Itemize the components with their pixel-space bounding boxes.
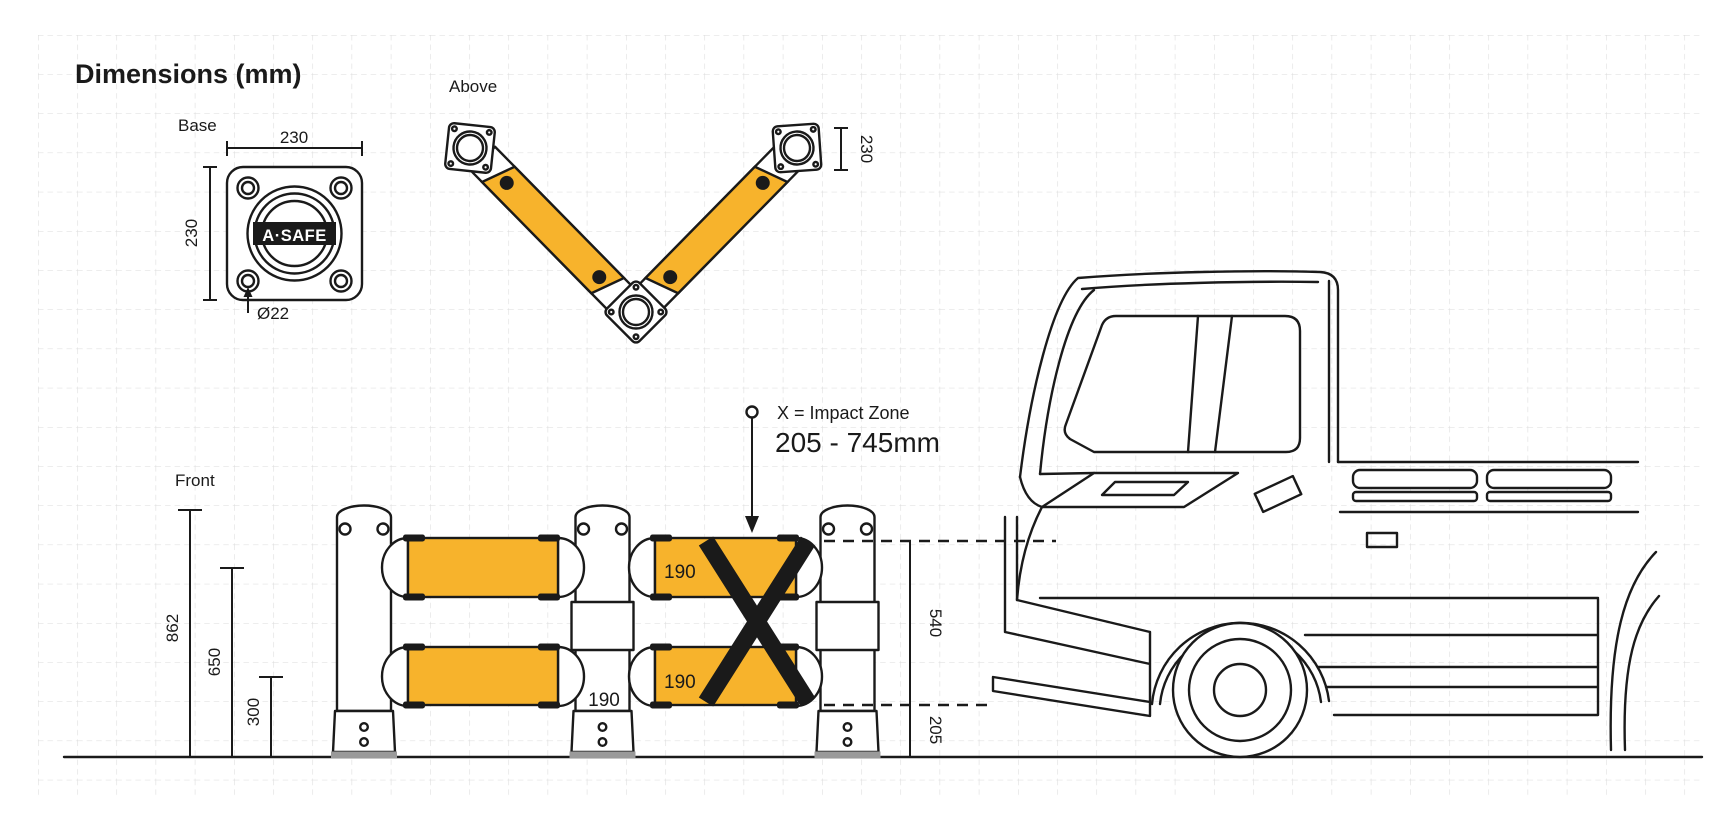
asafe-logo: A·SAFE bbox=[246, 185, 343, 282]
above-depth-dim-line bbox=[834, 127, 848, 171]
height-862-dim-line bbox=[178, 509, 202, 757]
above-post-right bbox=[771, 122, 823, 174]
truck-rear-wheel bbox=[1609, 550, 1661, 752]
clearance-205-dim-label: 205 bbox=[926, 716, 945, 744]
base-height-dim-line bbox=[203, 166, 217, 301]
height-650-dim-line bbox=[220, 567, 244, 757]
post-left bbox=[331, 504, 397, 758]
above-rail-left bbox=[469, 145, 637, 315]
above-post-center bbox=[604, 280, 668, 344]
truck-bumper bbox=[991, 675, 1152, 718]
truck-front-wheel bbox=[1150, 621, 1331, 759]
rail-span-right: 190 190 bbox=[627, 534, 824, 709]
truck-cab bbox=[1015, 270, 1399, 602]
front-view-label: Front bbox=[175, 471, 215, 490]
height-300-dim-label: 300 bbox=[244, 698, 263, 726]
span-540-dim-label: 540 bbox=[926, 609, 945, 637]
truck-window-pillar bbox=[1186, 314, 1234, 454]
truck-skirt bbox=[1038, 596, 1600, 717]
truck-front bbox=[991, 515, 1152, 718]
impact-zone-range: 205 - 745mm bbox=[775, 427, 940, 458]
truck-vent-strip bbox=[1485, 490, 1613, 503]
impact-zone-x-mark bbox=[698, 536, 816, 707]
base-height-dim-label: 230 bbox=[182, 219, 201, 247]
truck-mirror bbox=[1253, 474, 1303, 514]
rail-190-gap-label: 190 bbox=[588, 690, 620, 711]
rail-190-bottom-label: 190 bbox=[664, 672, 696, 693]
above-view-label: Above bbox=[449, 77, 497, 96]
rail-span-left bbox=[380, 534, 586, 709]
reference-dimensions: 540 205 bbox=[824, 539, 1056, 757]
rail-190-top-label: 190 bbox=[664, 562, 696, 583]
truck-vent bbox=[1485, 468, 1613, 490]
height-862-dim-label: 862 bbox=[163, 614, 182, 642]
hole-dim-arrow bbox=[243, 287, 253, 297]
truck-vent-strip bbox=[1351, 490, 1479, 503]
post-middle bbox=[569, 504, 636, 758]
base-width-dim-line bbox=[226, 141, 363, 156]
hole-dim-label: Ø22 bbox=[257, 304, 289, 323]
height-300-dim-line bbox=[259, 676, 283, 757]
base-view: Base 230 230 A·SAFE Ø22 bbox=[178, 116, 364, 323]
truck-illustration bbox=[991, 270, 1661, 759]
truck-door-handle bbox=[1365, 531, 1399, 549]
base-plate-bolt-holes bbox=[236, 176, 353, 293]
above-view: Above bbox=[444, 77, 876, 344]
front-view: Front 862 650 300 bbox=[62, 471, 1704, 759]
base-width-dim-label: 230 bbox=[280, 128, 308, 147]
impact-zone-leader-dot bbox=[745, 405, 759, 419]
post-right bbox=[814, 504, 881, 758]
above-depth-dim-label: 230 bbox=[857, 135, 876, 163]
height-650-dim-label: 650 bbox=[205, 648, 224, 676]
page-title: Dimensions (mm) bbox=[75, 59, 302, 89]
asafe-logo-text: A·SAFE bbox=[262, 227, 326, 245]
base-view-label: Base bbox=[178, 116, 217, 135]
impact-zone-arrow bbox=[745, 516, 759, 533]
impact-zone-annotation: X = Impact Zone 205 - 745mm bbox=[745, 403, 940, 533]
truck-bed bbox=[1336, 460, 1640, 514]
rail-clips bbox=[650, 534, 799, 709]
impact-zone-title: X = Impact Zone bbox=[777, 403, 910, 423]
rail-clips bbox=[403, 534, 560, 709]
truck-vent bbox=[1351, 468, 1479, 490]
truck-cab-window bbox=[1063, 314, 1302, 454]
above-post-left bbox=[444, 122, 496, 174]
